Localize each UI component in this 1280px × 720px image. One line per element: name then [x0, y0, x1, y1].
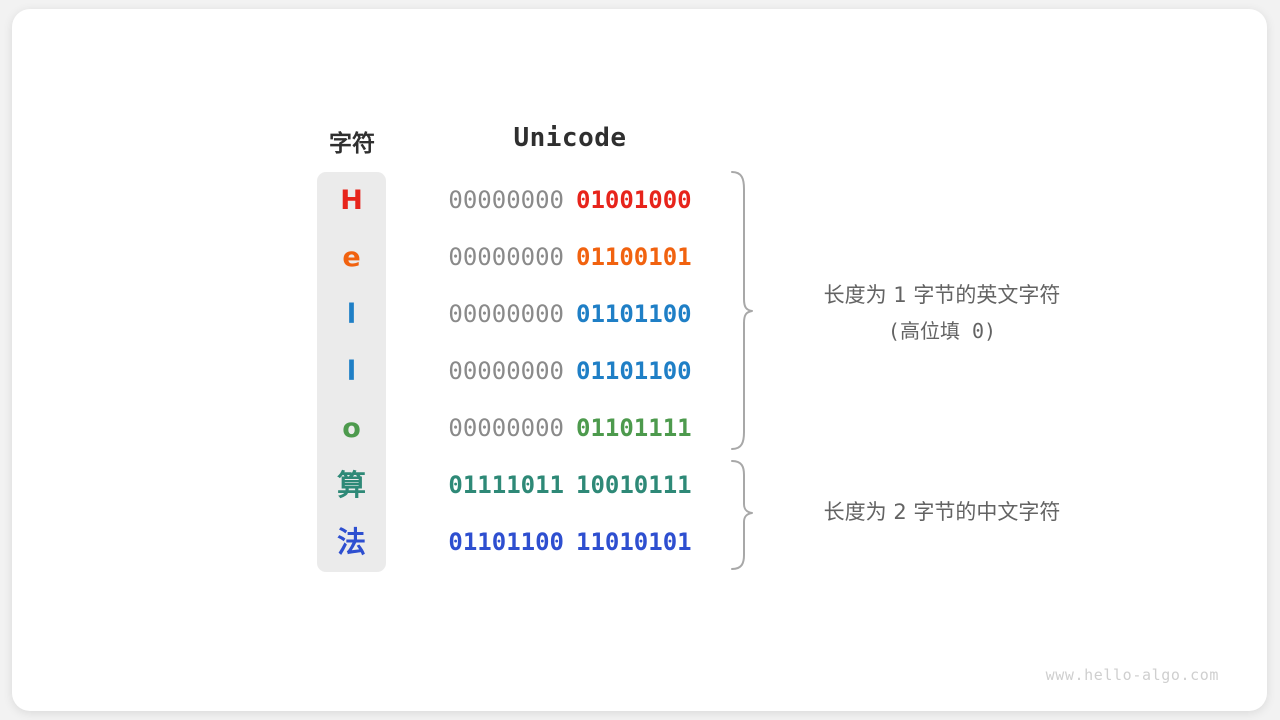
annotation-one-byte-subtext: (高位填 0): [887, 319, 997, 343]
binary-high-byte: 00000000: [448, 243, 564, 271]
binary-row: 00000000 01100101: [444, 229, 696, 286]
binary-low-byte: 01001000: [576, 186, 692, 214]
binary-high-byte: 00000000: [448, 414, 564, 442]
annotation-two-byte: 长度为 2 字节的中文字符: [782, 496, 1102, 526]
watermark: www.hello-algo.com: [1045, 666, 1219, 684]
binary-high-byte: 00000000: [448, 186, 564, 214]
figure-card: 字符 Unicode H 00000000 01001000 e 00000000 011…: [12, 9, 1267, 711]
annotation-two-byte-text: 长度为 2 字节的中文字符: [823, 500, 1061, 524]
character-cell: l: [346, 356, 357, 387]
character-cell: 法: [336, 525, 366, 559]
character-cell: o: [342, 413, 361, 444]
brace-two-byte: [731, 460, 753, 570]
binary-row: 00000000 01101100: [444, 286, 696, 343]
binary-low-byte: 01101111: [576, 414, 692, 442]
character-column-background: [317, 172, 386, 572]
binary-high-byte: 01111011: [448, 471, 564, 499]
binary-low-byte: 10010111: [576, 471, 692, 499]
binary-high-byte: 00000000: [448, 357, 564, 385]
binary-row: 01101100 11010101: [444, 514, 696, 571]
grouping-braces: [731, 171, 753, 570]
character-cell: 算: [336, 468, 366, 502]
binary-row: 00000000 01101100: [444, 343, 696, 400]
character-cell: e: [342, 242, 361, 273]
binary-row: 00000000 01001000: [444, 172, 696, 229]
annotation-one-byte: 长度为 1 字节的英文字符 (高位填 0): [782, 277, 1102, 349]
binary-low-byte: 01101100: [576, 300, 692, 328]
annotation-one-byte-text: 长度为 1 字节的英文字符: [823, 283, 1061, 307]
binary-high-byte: 00000000: [448, 300, 564, 328]
binary-row: 00000000 01101111: [444, 400, 696, 457]
column-header-unicode: Unicode: [513, 123, 627, 153]
binary-row: 01111011 10010111: [444, 457, 696, 514]
binary-low-byte: 01100101: [576, 243, 692, 271]
brace-one-byte: [731, 171, 753, 450]
character-cell: l: [346, 299, 357, 330]
binary-low-byte: 11010101: [576, 528, 692, 556]
binary-high-byte: 01101100: [448, 528, 564, 556]
character-cell: H: [340, 185, 363, 216]
column-header-character: 字符: [329, 131, 375, 157]
binary-low-byte: 01101100: [576, 357, 692, 385]
